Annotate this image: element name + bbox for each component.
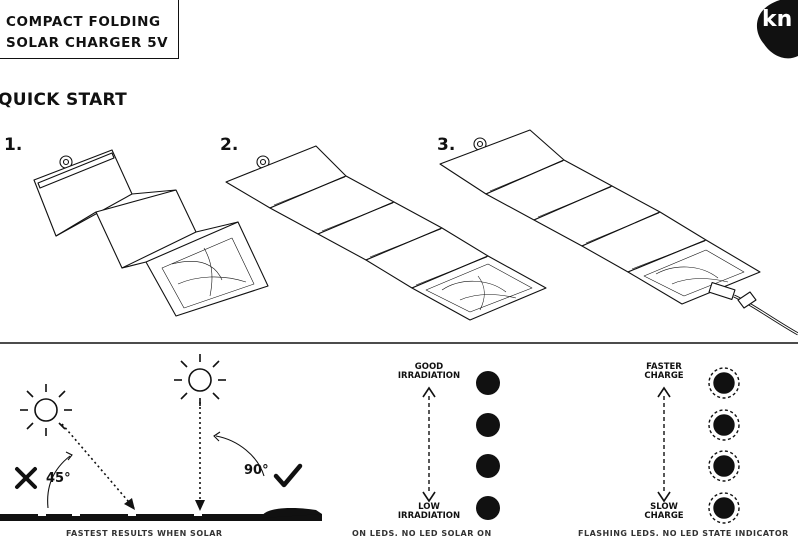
sun-icon-right: [174, 354, 226, 406]
product-title-line-2: SOLAR CHARGER 5V: [6, 35, 169, 51]
sun-angle-diagram: [20, 354, 265, 511]
step-2-number: 2.: [220, 135, 239, 155]
led-flashing-4: [713, 497, 735, 519]
step-3-connected-panels: [439, 129, 798, 336]
angle-label-45: 45°: [46, 471, 71, 486]
angle-arc-45: [47, 455, 71, 509]
placement-caption: FASTEST RESULTS WHEN SOLAR: [66, 529, 223, 536]
led-flashing-1: [713, 372, 735, 394]
ground-surface: [0, 508, 322, 521]
step-1-folding-panels: [33, 149, 269, 317]
led-flashing-2: [713, 414, 735, 436]
good-irradiation-label: GOOD IRRADIATION: [397, 362, 461, 381]
led-solid-3: [476, 454, 500, 478]
charge-gauge: [657, 367, 740, 524]
low-irradiation-label: LOW IRRADIATION: [397, 502, 461, 521]
led-solid-1: [476, 371, 500, 395]
faster-charge-label: FASTER CHARGE: [644, 362, 684, 381]
step-2-unfolded-panels: [225, 145, 547, 321]
led-flashing-3: [713, 455, 735, 477]
step-3-number: 3.: [437, 135, 456, 155]
angle-arc-90: [215, 435, 265, 477]
slow-charge-label: SLOW CHARGE: [644, 502, 684, 521]
led-solid-2: [476, 413, 500, 437]
charge-caption: FLASHING LEDS, NO LED STATE INDICATOR: [578, 529, 789, 536]
sun-icon-left: [20, 384, 72, 436]
angle-label-90: 90°: [244, 463, 269, 478]
product-title-line-1: COMPACT FOLDING: [6, 14, 161, 30]
step-1-number: 1.: [4, 135, 23, 155]
sun-ray-angled: [61, 423, 135, 509]
product-title-box: [0, 0, 179, 59]
irradiation-caption: ON LEDS, NO LED SOLAR ON: [352, 529, 492, 536]
check-icon: [273, 463, 303, 488]
quick-start-heading: QUICK START: [0, 90, 128, 110]
irradiation-gauge: [422, 371, 500, 520]
cross-icon: [15, 467, 37, 489]
led-solid-4: [476, 496, 500, 520]
